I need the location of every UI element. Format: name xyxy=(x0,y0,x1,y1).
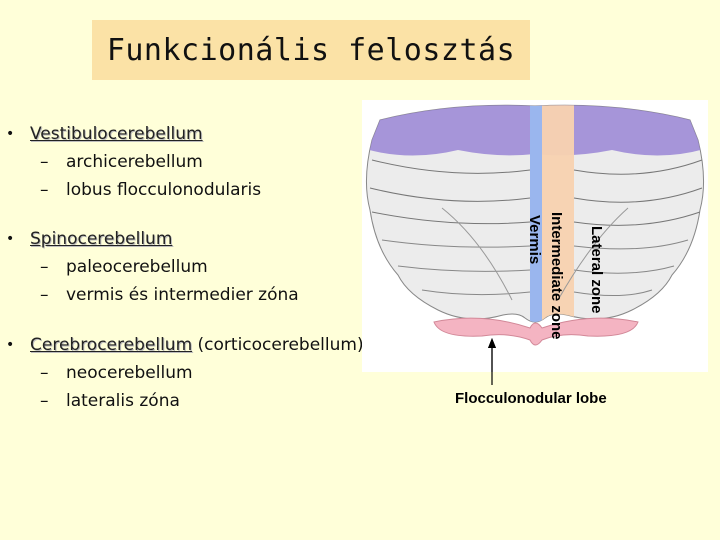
bullet-icon: • xyxy=(6,337,15,353)
bullet-group-spino: • Spinocerebellum –paleocerebellum –verm… xyxy=(6,225,364,309)
cerebellum-figure xyxy=(362,100,708,385)
dash-icon: – xyxy=(40,180,49,200)
sub-item: –archicerebellum xyxy=(6,148,364,176)
sub-item-text: neocerebellum xyxy=(66,363,193,383)
sub-item: –paleocerebellum xyxy=(6,253,364,281)
dash-icon: – xyxy=(40,363,49,383)
sub-item-text: vermis és intermedier zóna xyxy=(66,285,299,305)
pointer-arrow-head xyxy=(488,338,496,348)
bullet-item: • Cerebrocerebellum (corticocerebellum) xyxy=(6,331,364,359)
bullet-item: • Spinocerebellum xyxy=(6,225,364,253)
bullet-item: • Vestibulocerebellum xyxy=(6,120,364,148)
sub-item: –vermis és intermedier zóna xyxy=(6,281,364,309)
bullet-list: • Vestibulocerebellum –archicerebellum –… xyxy=(6,120,364,436)
bullet-icon: • xyxy=(6,231,15,247)
cerebellum-diagram xyxy=(365,104,705,385)
bullet-label: Spinocerebellum xyxy=(30,229,173,249)
intermediate-zone xyxy=(542,105,574,323)
sub-item: –lateralis zóna xyxy=(6,387,364,415)
vermis-label: Vermis xyxy=(526,215,543,265)
sub-item-text: lateralis zóna xyxy=(66,391,180,411)
sub-item-text: lobus flocculonodularis xyxy=(66,180,262,200)
lateral-zone-label: Lateral zone xyxy=(588,226,605,314)
bullet-label: Vestibulocerebellum xyxy=(30,124,203,144)
sub-item: –neocerebellum xyxy=(6,359,364,387)
bullet-group-cerebro: • Cerebrocerebellum (corticocerebellum) … xyxy=(6,331,364,415)
sub-item: –lobus flocculonodularis xyxy=(6,176,364,204)
flocculonodular-label: Flocculonodular lobe xyxy=(455,390,607,407)
dash-icon: – xyxy=(40,257,49,277)
bullet-group-vestibulo: • Vestibulocerebellum –archicerebellum –… xyxy=(6,120,364,204)
dash-icon: – xyxy=(40,152,49,172)
bullet-label: Cerebrocerebellum xyxy=(30,335,193,355)
flocculonodular-lobe xyxy=(433,317,639,346)
sub-item-text: paleocerebellum xyxy=(66,257,208,277)
title-box: Funkcionális felosztás xyxy=(92,20,530,80)
sub-item-text: archicerebellum xyxy=(66,152,203,172)
bullet-suffix: (corticocerebellum) xyxy=(192,335,364,355)
intermediate-zone-label: Intermediate zone xyxy=(548,212,565,340)
vermis-zone xyxy=(530,105,542,323)
bullet-icon: • xyxy=(6,126,15,142)
slide-title: Funkcionális felosztás xyxy=(106,32,516,68)
dash-icon: – xyxy=(40,391,49,411)
dash-icon: – xyxy=(40,285,49,305)
